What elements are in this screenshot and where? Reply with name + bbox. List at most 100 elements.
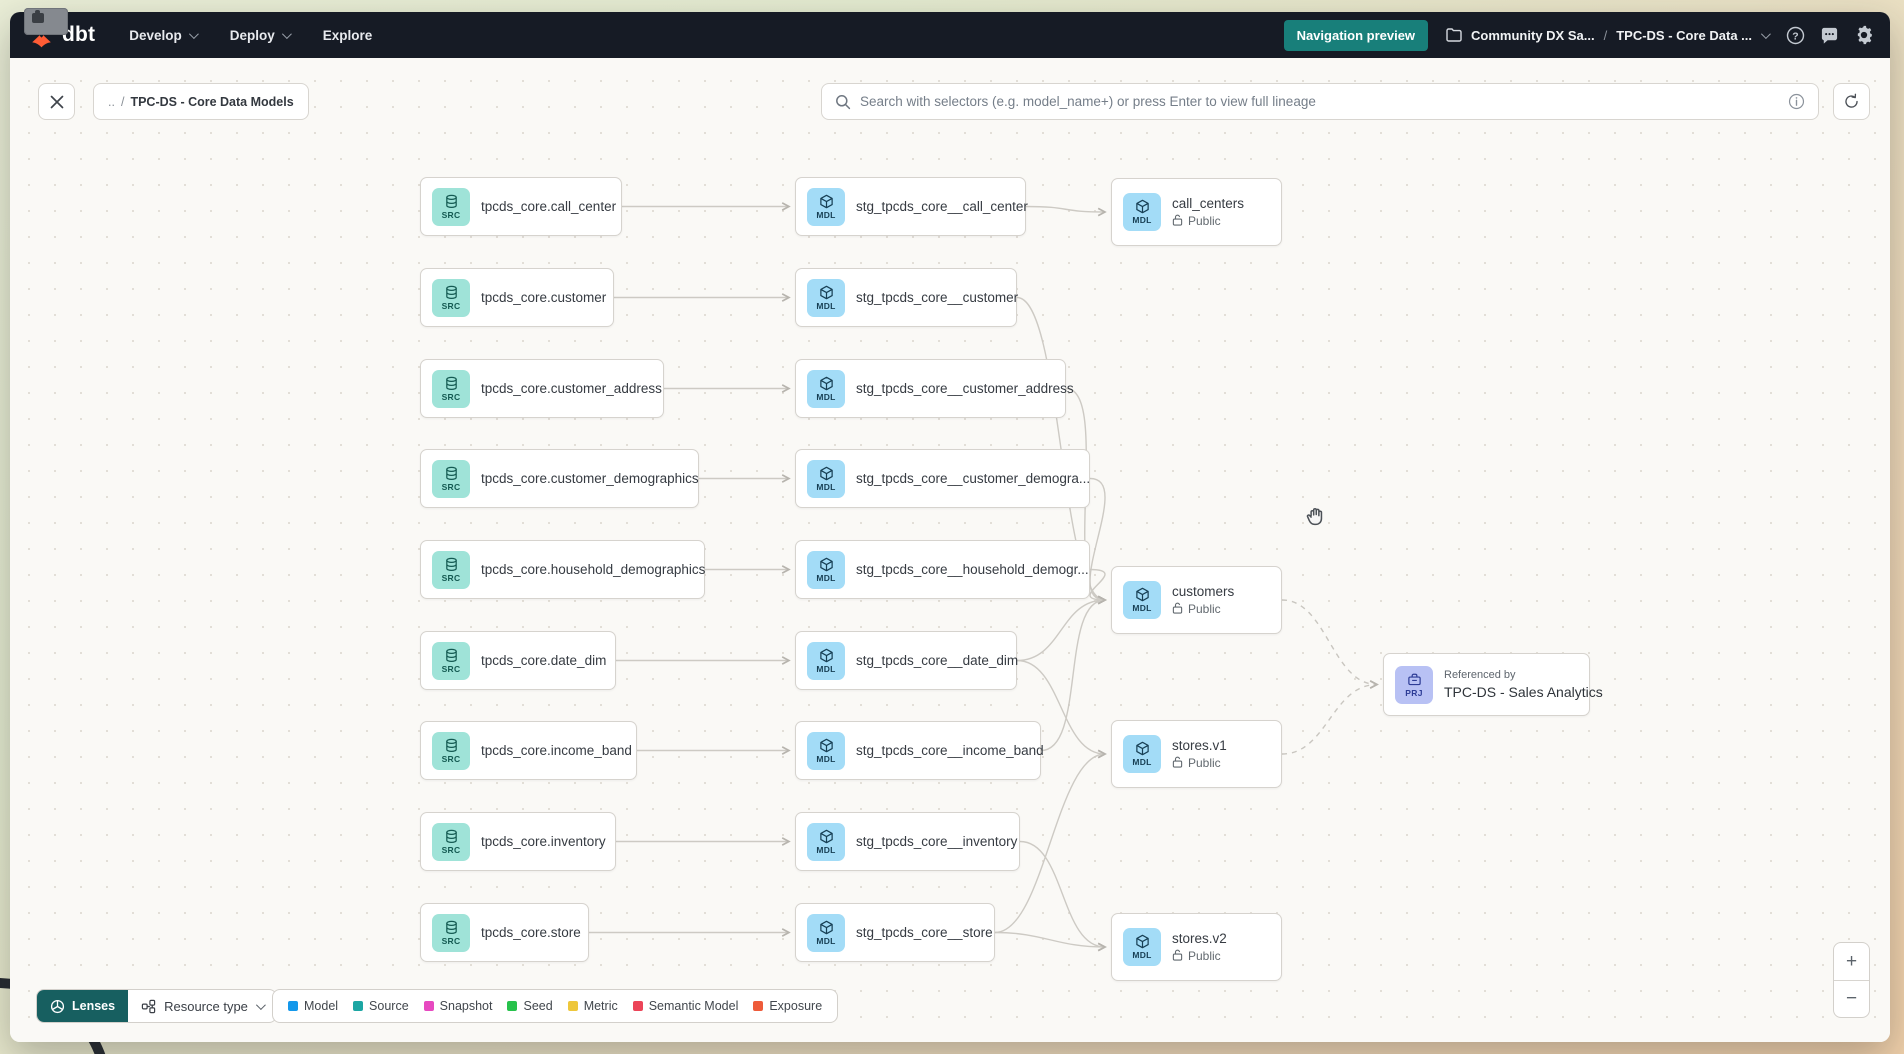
- mdl-badge-icon: MDL: [807, 278, 845, 317]
- zoom-in-button[interactable]: +: [1845, 950, 1858, 972]
- legend-swatch: [567, 1001, 578, 1011]
- lineage-node-src_store[interactable]: SRC tpcds_core.store: [420, 903, 589, 962]
- gear-icon[interactable]: [1854, 25, 1874, 45]
- chevron-down-icon: [188, 28, 199, 39]
- lineage-edge: [1019, 840, 1107, 952]
- nav-item-deploy[interactable]: Deploy: [229, 27, 292, 43]
- node-access: Public: [1172, 602, 1234, 617]
- lineage-search-bar[interactable]: [821, 83, 1819, 120]
- node-title: stores.v1: [1172, 737, 1227, 753]
- src-badge-icon: SRC: [432, 550, 470, 589]
- help-icon[interactable]: ?: [1786, 26, 1805, 45]
- screen-capture-artifact: [24, 8, 68, 35]
- nav-item-label: Deploy: [229, 27, 275, 43]
- resource-type-icon: [141, 999, 156, 1013]
- mdl-badge-icon: MDL: [807, 731, 845, 770]
- node-access: Public: [1172, 949, 1227, 964]
- lineage-path-separator: /: [120, 94, 125, 109]
- lineage-node-stg_inventory[interactable]: MDL stg_tpcds_core__inventory: [795, 812, 1020, 871]
- lenses-button[interactable]: Lenses: [37, 990, 129, 1022]
- lineage-node-src_inventory[interactable]: SRC tpcds_core.inventory: [420, 812, 616, 871]
- lineage-node-stg_date_dim[interactable]: MDL stg_tpcds_core__date_dim: [795, 631, 1019, 690]
- navbar-icons: ?: [1786, 25, 1874, 45]
- resource-type-dropdown[interactable]: Resource type: [128, 990, 276, 1022]
- lineage-edge: [994, 749, 1107, 934]
- src-badge-icon: SRC: [432, 731, 470, 770]
- node-title: stores.v2: [1172, 930, 1227, 946]
- src-badge-icon: SRC: [432, 187, 470, 226]
- nav-item-develop[interactable]: Develop: [129, 28, 199, 43]
- node-title: call_centers: [1172, 195, 1245, 211]
- chevron-down-icon: [255, 999, 266, 1010]
- node-title: tpcds_core.store: [481, 925, 581, 940]
- app-window: dbt Develop Deploy Explore Navigation pr…: [10, 12, 1890, 1042]
- search-input[interactable]: [860, 94, 1779, 109]
- legend-swatch: [288, 1001, 298, 1011]
- lineage-breadcrumb-chip[interactable]: .. / TPC-DS - Core Data Models: [93, 83, 309, 120]
- legend-item-model: Model: [288, 999, 338, 1013]
- refresh-lineage-button[interactable]: [1833, 83, 1870, 120]
- brand-name: dbt: [62, 23, 96, 46]
- mdl-badge-icon: MDL: [807, 822, 845, 861]
- navigation-preview-button[interactable]: Navigation preview: [1283, 19, 1429, 51]
- node-title: tpcds_core.inventory: [481, 834, 606, 849]
- chevron-down-icon[interactable]: [1760, 28, 1771, 39]
- nav-item-explore[interactable]: Explore: [323, 28, 373, 43]
- refresh-icon: [1845, 93, 1858, 108]
- lineage-edge: [1281, 680, 1379, 755]
- src-badge-icon: SRC: [432, 822, 470, 861]
- breadcrumb-project[interactable]: Community DX Sa...: [1471, 27, 1595, 43]
- node-title: stg_tpcds_core__customer_demogra...: [856, 471, 1091, 486]
- close-lineage-button[interactable]: [38, 83, 75, 120]
- node-title: stg_tpcds_core__inventory: [856, 834, 1018, 849]
- unlock-icon: [1172, 602, 1183, 617]
- feedback-chat-icon[interactable]: [1820, 26, 1839, 45]
- legend-label: Source: [369, 999, 409, 1013]
- zoom-out-button[interactable]: −: [1834, 980, 1869, 1017]
- node-title: customers: [1172, 583, 1235, 599]
- lineage-edge: [994, 931, 1107, 952]
- mdl-badge-icon: MDL: [1123, 581, 1161, 619]
- mdl-badge-icon: MDL: [807, 913, 845, 952]
- lenses-control-group: Lenses Resource type: [36, 989, 277, 1023]
- folder-icon: [1446, 28, 1462, 42]
- lineage-path-label: TPC-DS - Core Data Models: [130, 94, 294, 109]
- mdl-badge-icon: MDL: [807, 641, 845, 680]
- src-badge-icon: SRC: [432, 913, 470, 952]
- lineage-edge: [1016, 659, 1107, 759]
- breadcrumb: Community DX Sa... / TPC-DS - Core Data …: [1446, 27, 1771, 43]
- src-badge-icon: SRC: [432, 278, 470, 317]
- svg-text:?: ?: [1792, 31, 1798, 42]
- info-icon[interactable]: [1788, 93, 1805, 110]
- capture-glyph: [32, 10, 44, 23]
- breadcrumb-page[interactable]: TPC-DS - Core Data ...: [1616, 27, 1752, 43]
- lenses-icon: [50, 999, 65, 1013]
- prj-badge-icon: PRJ: [1395, 665, 1433, 704]
- node-title: stg_tpcds_core__date_dim: [856, 653, 1019, 668]
- lineage-edge: [1040, 595, 1107, 752]
- lenses-label: Lenses: [72, 999, 116, 1013]
- top-navbar: dbt Develop Deploy Explore Navigation pr…: [10, 12, 1890, 58]
- legend-label: Exposure: [769, 999, 823, 1013]
